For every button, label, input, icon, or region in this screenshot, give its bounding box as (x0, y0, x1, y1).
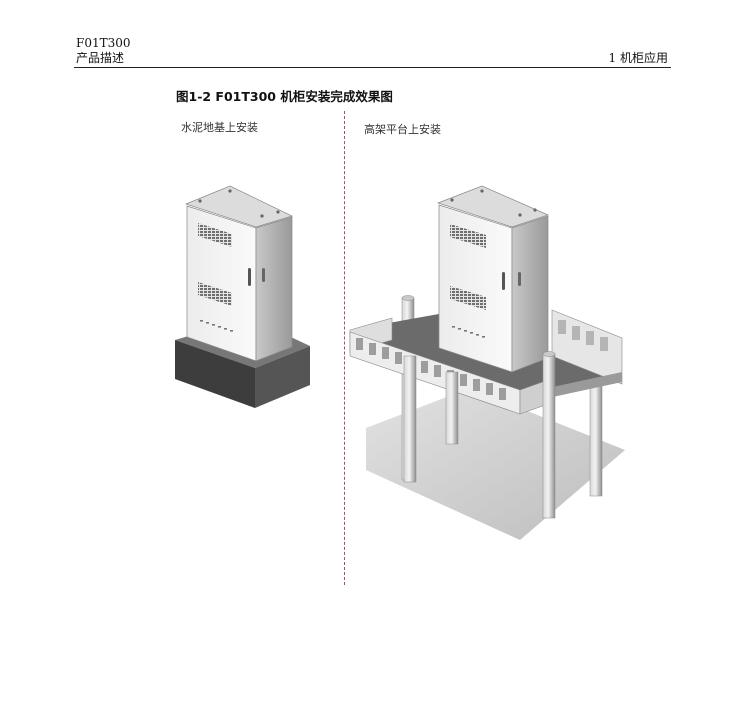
figure-divider (344, 111, 345, 585)
cabinet-top-right (436, 185, 549, 228)
cabinet-side-left (255, 216, 293, 362)
header-chapter: 1 机柜应用 (608, 51, 668, 65)
cabinet-top-left (184, 185, 293, 228)
platform-beam (548, 372, 622, 398)
elevated-platform-scene (349, 185, 625, 540)
header-section: 产品描述 (76, 51, 125, 65)
cabinet-front-right (438, 204, 513, 373)
concrete-base-scene (175, 185, 310, 408)
cabinet-side-right (511, 215, 549, 373)
cabinet-vent-upper-right (450, 224, 486, 248)
ground-shadow (366, 388, 625, 540)
header-product: F01T300 (76, 36, 131, 50)
cabinet-vent-upper (198, 223, 232, 247)
cabinet-handle (248, 268, 251, 286)
pole-front-right (542, 353, 556, 519)
platform-rail-rear (551, 309, 623, 385)
label-elevated-platform: 高架平台上安装 (364, 123, 441, 136)
concrete-base-side (255, 346, 310, 408)
cabinet-vent-lower-right (450, 286, 486, 310)
label-concrete-base: 水泥地基上安装 (181, 121, 258, 134)
pole-front-mid (403, 355, 417, 483)
header-rule (74, 67, 671, 68)
cabinet-front-left (186, 205, 257, 362)
pole-front-left (445, 371, 459, 445)
cabinet-slots (200, 320, 233, 332)
cabinet-vent-lower (198, 282, 232, 306)
concrete-base-front (175, 340, 255, 408)
figure-caption: 图1-2 F01T300 机柜安装完成效果图 (176, 89, 393, 104)
header-left: F01T300 产品描述 (76, 36, 131, 66)
